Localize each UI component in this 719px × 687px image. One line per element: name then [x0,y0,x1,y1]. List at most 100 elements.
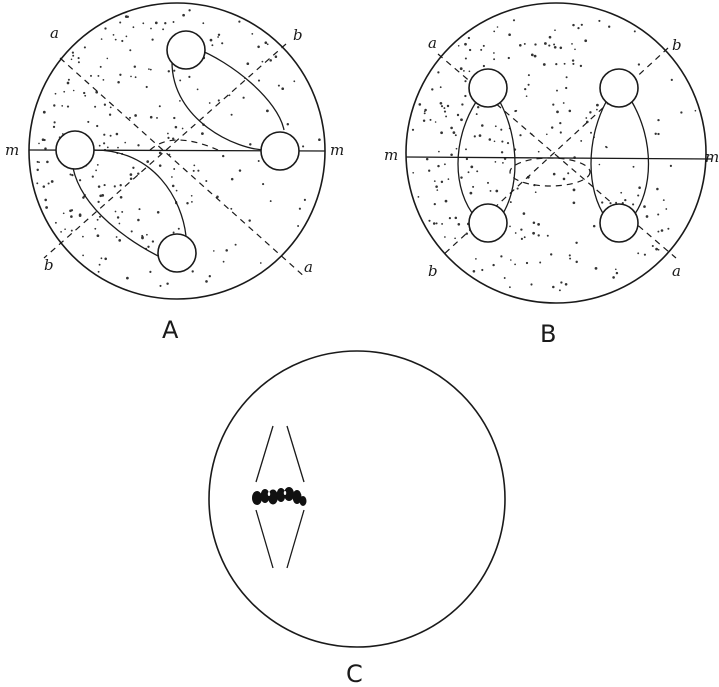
stipple-dot [61,105,63,107]
stipple-dot [537,223,540,226]
stipple-dot [209,102,211,104]
label-a-bottom: a [304,258,313,276]
stipple-dot [573,189,576,192]
stipple-dot [101,257,103,259]
stipple-dot [197,170,199,172]
stipple-dot [605,146,607,148]
stipple-dot [501,141,503,143]
stipple-dot [179,79,181,81]
stipple-dot [552,104,554,106]
stipple-dot [186,202,188,204]
stipple-dot [455,217,458,220]
stipple-dot [504,277,506,279]
stipple-dot [435,185,438,188]
stipple-dot [448,178,450,180]
chromosome [268,490,278,505]
chromosome-plate-c [252,487,307,506]
stipple-dot [239,169,241,171]
stipple-dot [554,29,556,31]
stipple-dot [550,253,552,255]
stipple-dot [599,164,601,166]
stipple-dot [563,178,566,181]
caption-c: C [346,660,363,687]
stipple-dot [69,173,71,175]
stipple-dot [318,138,321,141]
stipple-dot [657,231,659,233]
stipple-dot [440,102,443,105]
stipple-dot [150,116,153,119]
stipple-dot [135,76,137,78]
stipple-dot [495,190,498,193]
stipple-dot [609,202,611,204]
label-b-bottom: b [44,256,54,274]
stipple-dot [501,151,503,153]
stipple-dot [230,208,232,210]
stipple-dot [464,80,466,82]
stipple-dot [55,222,57,224]
stipple-dot [493,31,495,33]
label-m-right: m [330,141,344,159]
stipple-dot [167,133,169,135]
stipple-dot [70,215,73,218]
stipple-dot [544,42,547,45]
label-a-top: a [50,24,59,42]
stipple-dot [468,37,470,39]
spindle-fiber-c [287,510,304,568]
stipple-dot [463,70,465,72]
stipple-dot [560,131,562,133]
stipple-dot [495,161,497,163]
stipple-dot [502,162,504,164]
stipple-dot [42,138,45,141]
centrosome-top-right-b [600,69,638,107]
stipple-dot [82,255,84,257]
stipple-dot [556,90,558,92]
stipple-dot [119,21,121,23]
stipple-dot [223,261,225,263]
stipple-dot [524,236,526,238]
stipple-dot [116,133,119,136]
label-b-top: b [293,26,303,44]
stipple-dot [121,40,123,42]
stipple-dot [510,201,512,203]
stipple-dot [104,104,106,106]
stipple-dot [83,92,85,94]
stipple-dot [438,151,440,153]
stipple-dot [521,238,523,240]
stipple-dot [43,185,46,188]
stipple-dot [231,178,234,181]
stipple-dot [126,277,129,280]
stipple-dot [680,111,682,113]
stipple-dot [593,225,596,228]
stipple-dot [103,134,105,136]
stipple-dot [68,79,70,81]
stipple-dot [524,88,526,90]
stipple-dot [509,286,511,288]
stipple-dot [615,268,617,270]
stipple-dot [150,28,152,30]
stipple-dot [221,42,223,44]
stipple-dot [445,115,447,117]
stipple-dot [528,74,530,76]
stipple-dot [430,119,432,121]
stipple-dot [124,142,126,144]
stipple-dot [176,190,178,192]
stipple-dot [553,173,556,176]
stipple-dot [523,212,526,215]
stipple-dot [258,80,260,82]
stipple-dot [539,262,541,264]
stipple-dot [266,110,269,113]
stipple-dot [205,180,207,182]
figure-b: a b m m b a B [384,3,719,348]
stipple-dot [620,192,622,194]
stipple-dot [437,71,439,73]
stipple-dot [565,87,567,89]
stipple-dot [130,173,133,176]
stipple-dot [554,46,557,49]
stipple-dot [182,14,185,17]
stipple-dot [590,132,592,134]
stipple-dot [481,124,484,127]
stipple-dot [205,280,208,283]
stipple-dot [302,145,304,147]
